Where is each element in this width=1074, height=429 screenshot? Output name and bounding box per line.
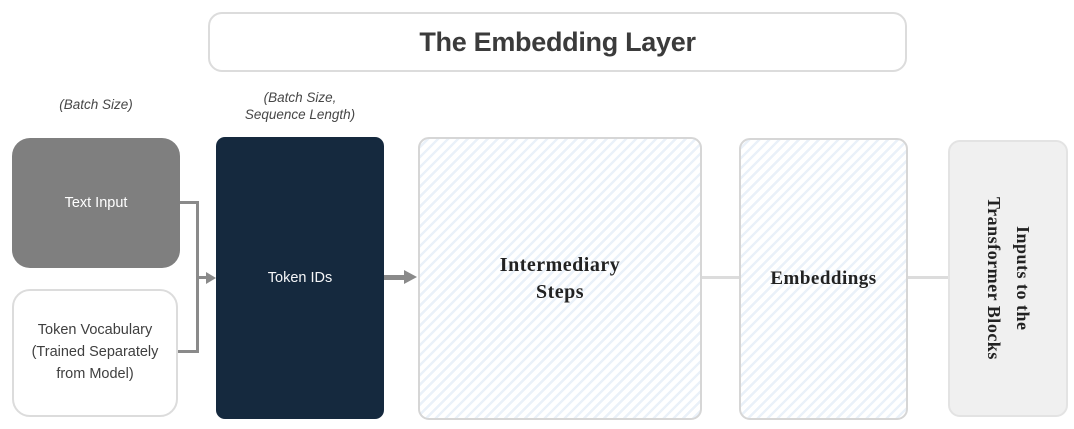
- connector-token-ids-to-intermediary: [384, 275, 405, 280]
- connector-vocabulary-horizontal: [178, 350, 199, 353]
- token-ids-label: Token IDs: [267, 270, 333, 286]
- token-ids-node: Token IDs: [216, 137, 384, 419]
- diagram-title: The Embedding Layer: [419, 26, 696, 57]
- embeddings-node: Embeddings: [739, 138, 908, 420]
- intermediary-steps-label: Intermediary Steps: [499, 253, 621, 303]
- connector-intermediary-to-embeddings: [702, 276, 739, 279]
- batch-size-sequence-length-annotation: (Batch Size, Sequence Length): [244, 90, 356, 122]
- arrowhead-into-token-ids-icon: [206, 271, 216, 284]
- batch-size-annotation: (Batch Size): [59, 97, 133, 112]
- transformer-inputs-node: Inputs to the Transformer Blocks: [948, 140, 1068, 417]
- embeddings-label: Embeddings: [770, 268, 877, 290]
- connector-merge-stub: [196, 276, 207, 279]
- text-input-label: Text Input: [64, 195, 128, 211]
- connector-embeddings-to-inputs: [908, 276, 948, 279]
- intermediary-steps-node: Intermediary Steps: [418, 137, 702, 420]
- connector-text-input-horizontal: [180, 201, 199, 204]
- token-vocabulary-node: Token Vocabulary (Trained Separately fro…: [12, 289, 178, 417]
- text-input-node: Text Input: [12, 138, 180, 268]
- title-box: The Embedding Layer: [208, 12, 907, 72]
- transformer-inputs-label: Inputs to the Transformer Blocks: [984, 197, 1033, 360]
- arrowhead-into-intermediary-icon: [404, 270, 417, 284]
